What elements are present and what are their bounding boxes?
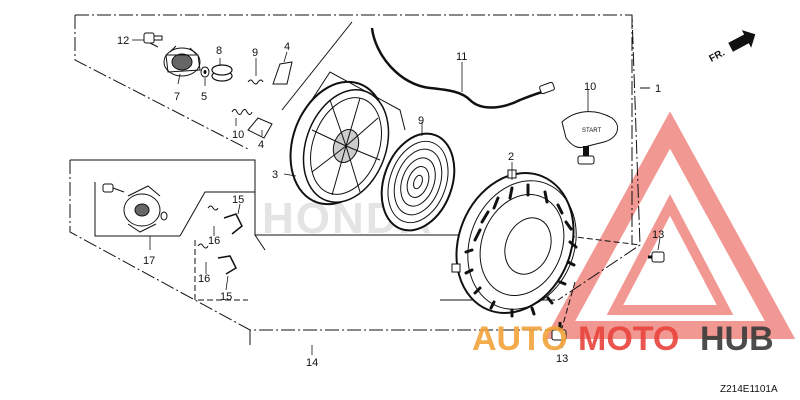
starter-reel-part-3 xyxy=(289,80,390,206)
callout-9-top: 9 xyxy=(252,47,258,59)
arrow-icon xyxy=(728,30,756,52)
assembly-outline xyxy=(69,14,650,345)
callout-17: 17 xyxy=(143,255,155,267)
pawl-spring-set-15-16 xyxy=(197,205,243,275)
automotohub-watermark: AUTO MOTO HUB xyxy=(472,320,774,358)
leader-lines xyxy=(132,39,661,355)
callout-9-bottom: 10 xyxy=(232,129,244,141)
flange-bolt-part-13-right xyxy=(648,251,665,263)
watermark-logo-triangle xyxy=(544,111,796,339)
ratchet-part-17 xyxy=(102,183,168,233)
fr-label: FR. xyxy=(708,47,728,64)
callout-13-bottom: 13 xyxy=(556,353,568,365)
callout-15-bottom: 15 xyxy=(220,291,232,303)
callout-3: 3 xyxy=(272,169,278,181)
callout-13-right: 13 xyxy=(652,229,664,241)
callout-6: 7 xyxy=(174,91,180,103)
callout-labels: 12 7 5 8 9 4 10 4 3 9 11 10 1 2 13 13 17… xyxy=(117,35,664,369)
diagram-code: Z214E1101A xyxy=(720,384,778,395)
watermark-hub: HUB xyxy=(700,320,774,358)
recoil-spring-part-8 xyxy=(380,132,456,232)
callout-2: 2 xyxy=(508,151,514,163)
callout-16-bottom: 16 xyxy=(198,273,210,285)
washer-part-5 xyxy=(200,66,210,78)
callout-8: 9 xyxy=(418,115,424,127)
callout-14: 14 xyxy=(306,357,318,369)
bolt-part-12 xyxy=(143,32,163,48)
starter-handle-part-10: START xyxy=(561,111,619,165)
callout-12: 12 xyxy=(117,35,129,47)
spring-part-7 xyxy=(211,64,233,82)
callout-4-bottom: 4 xyxy=(258,139,264,151)
svg-text:START: START xyxy=(582,128,601,134)
rope-end xyxy=(539,81,555,95)
callout-1: 1 xyxy=(655,83,661,95)
callout-11: 11 xyxy=(456,51,467,63)
starter-case-part-2 xyxy=(451,169,578,318)
small-spring-part-9 xyxy=(231,79,264,115)
ratchet-plate-part-6 xyxy=(163,45,201,77)
callout-16-top: 16 xyxy=(208,235,220,247)
callout-7: 8 xyxy=(216,45,222,57)
watermark-auto: AUTO xyxy=(472,320,568,358)
callout-4-top: 4 xyxy=(284,41,290,53)
callout-10: 10 xyxy=(584,81,596,93)
ratchet-pawl-part-4 xyxy=(247,61,293,139)
watermark-moto: MOTO xyxy=(578,320,679,358)
front-direction-arrow: FR. xyxy=(708,30,756,65)
callout-5: 5 xyxy=(201,91,207,103)
callout-15-top: 15 xyxy=(232,194,244,206)
starter-rope-part-11 xyxy=(370,27,551,109)
flange-bolt-part-13-bottom xyxy=(551,322,567,341)
